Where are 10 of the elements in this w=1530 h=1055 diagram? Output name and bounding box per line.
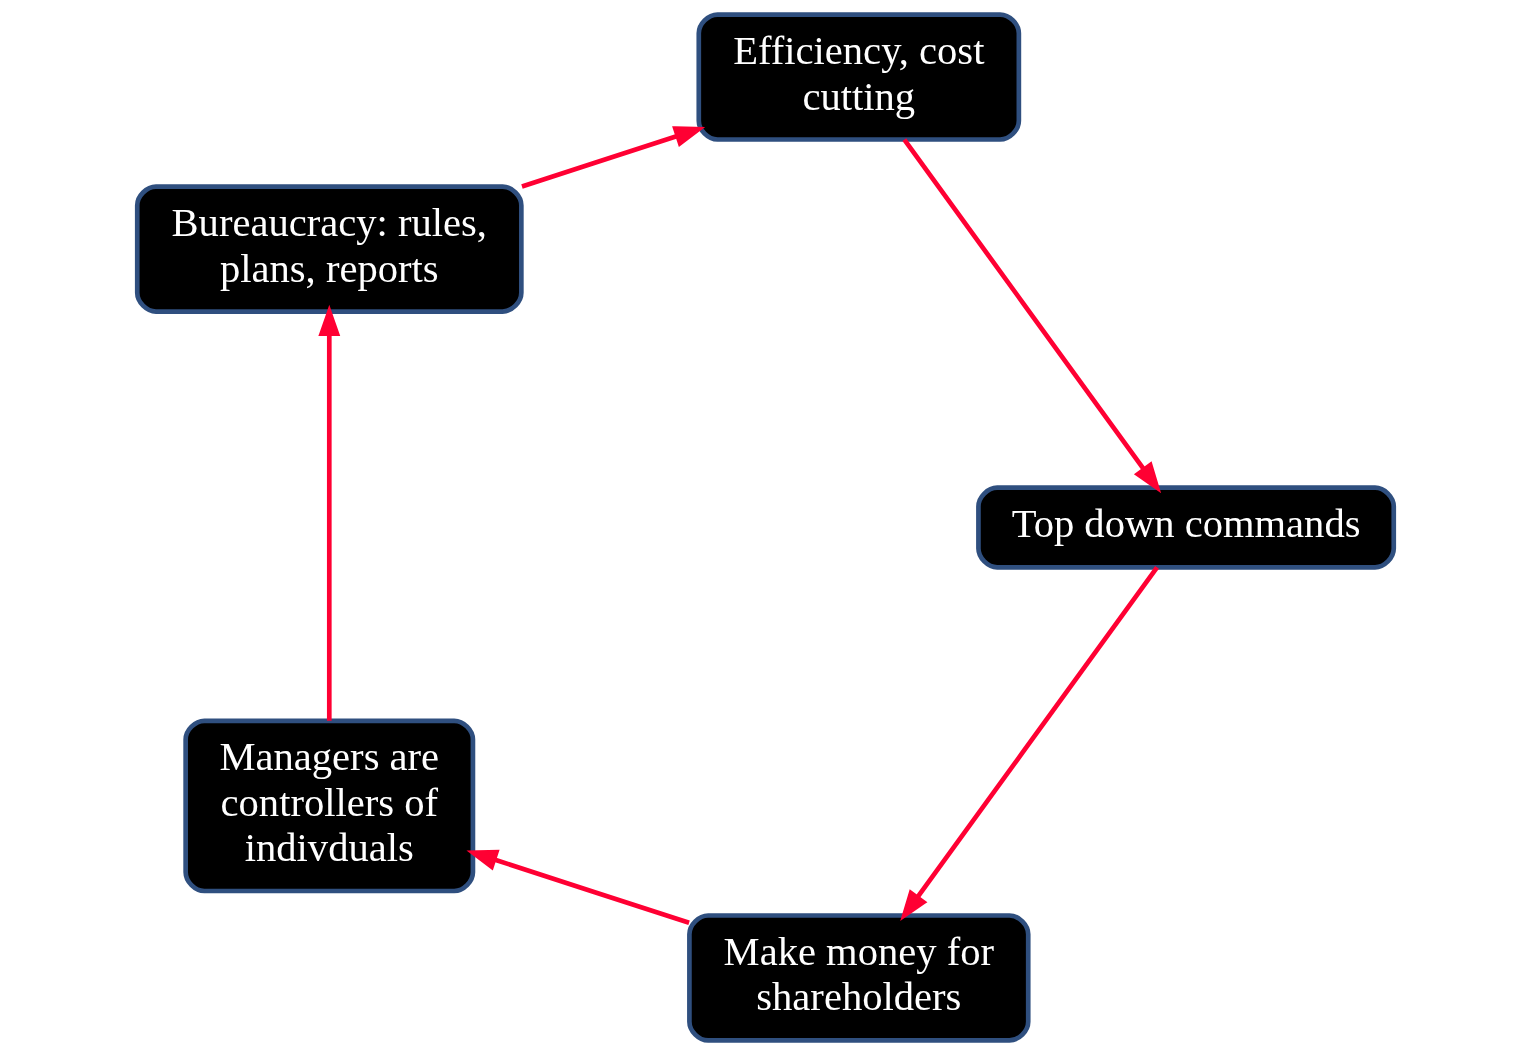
arrow — [899, 566, 1159, 922]
arrow — [520, 126, 705, 189]
node-box: Managers are controllers of indivduals — [182, 718, 475, 894]
node-box: Top down commands — [975, 485, 1396, 570]
arrow — [317, 304, 340, 721]
node-box: Bureaucracy: rules, plans, reports — [134, 184, 524, 314]
node-box: Efficiency, cost cutting — [695, 12, 1021, 142]
arrow — [465, 849, 690, 926]
arrow — [901, 138, 1161, 494]
node-box: Make money for shareholders — [686, 913, 1031, 1043]
